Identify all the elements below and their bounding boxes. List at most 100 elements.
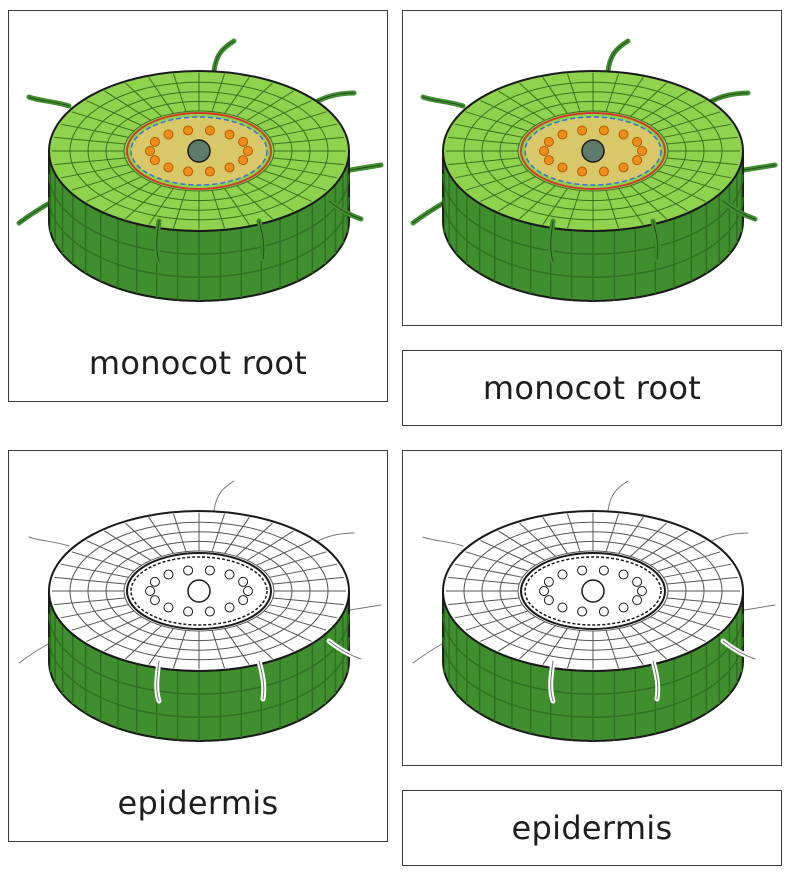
cortex-radial-wall: [465, 170, 529, 191]
vascular-bundle: [618, 602, 629, 613]
vascular-bundle: [204, 166, 215, 177]
cortex-radial-wall: [448, 576, 520, 585]
vascular-bundle: [238, 576, 249, 587]
cortex-radial-wall: [60, 563, 129, 578]
cortex-radial-wall: [211, 513, 226, 552]
wall-band-line: [48, 197, 350, 278]
vascular-bundle: [618, 569, 629, 580]
vascular-bundle: [557, 602, 568, 613]
cortex-radial-wall: [498, 90, 546, 121]
vascular-bundle: [543, 136, 554, 147]
cortex-radial-wall: [618, 628, 644, 665]
vascular-bundle: [539, 586, 550, 596]
cortex-radial-wall: [666, 576, 738, 585]
cortex-radial-wall: [663, 123, 732, 138]
picture-card-monocot-root: [402, 10, 782, 326]
label-card-monocot-root: monocot root: [402, 350, 782, 426]
vascular-bundle: [598, 565, 609, 576]
vascular-bundle: [543, 595, 554, 606]
vascular-bundle: [577, 166, 588, 177]
root-hair-outline: [607, 480, 629, 512]
cortex-radial-wall: [650, 100, 706, 126]
vascular-bundle: [577, 606, 588, 617]
cortex-radial-wall: [666, 136, 738, 145]
vascular-bundle: [543, 155, 554, 166]
cortex-radial-wall: [246, 181, 294, 212]
cortex-radial-wall: [54, 157, 126, 166]
cortex-radial-wall: [448, 597, 520, 606]
vascular-bundle: [632, 155, 643, 166]
cortex-radial-wall: [650, 540, 706, 566]
vascular-bundle: [145, 146, 156, 156]
root-hair-icon: [211, 38, 237, 74]
cortex-radial-wall: [663, 563, 732, 578]
vascular-bundle: [183, 565, 194, 576]
cortex-radial-wall: [172, 73, 187, 112]
cortex-radial-wall: [104, 530, 152, 561]
vascular-bundle: [632, 136, 643, 147]
cortex-radial-wall: [454, 604, 523, 619]
vascular-bundle: [149, 136, 160, 147]
cortex-radial-wall: [104, 621, 152, 652]
cortex-radial-wall: [630, 82, 667, 117]
cortex-radial-wall: [650, 176, 706, 202]
vascular-bundle: [557, 129, 568, 140]
cortex-radial-wall: [125, 522, 162, 557]
vascular-bundle: [636, 586, 647, 596]
cortex-radial-wall: [519, 82, 556, 117]
cortex-radial-wall: [148, 77, 174, 114]
vascular-bundle: [204, 606, 215, 617]
cortex-radial-wall: [269, 164, 338, 179]
wall-band-line: [48, 174, 350, 255]
cortex-radial-wall: [60, 604, 129, 619]
picture-card-epidermis: [402, 450, 782, 766]
vascular-bundle: [543, 576, 554, 587]
root-hair-icon: [211, 478, 237, 514]
wall-band-line: [48, 614, 350, 695]
cortex-radial-wall: [480, 616, 536, 642]
cortex-radial-wall: [211, 190, 226, 229]
cortex-radial-wall: [256, 100, 312, 126]
cortex-radial-wall: [542, 517, 568, 554]
label-card-text: monocot root: [482, 369, 702, 407]
root-hair-outline: [550, 220, 554, 262]
vascular-bundle: [224, 569, 235, 580]
root-hair-outline: [28, 536, 70, 547]
cortex-radial-wall: [454, 123, 523, 138]
cortex-radial-wall: [54, 576, 126, 585]
cortex-radial-wall: [640, 621, 688, 652]
cortex-radial-wall: [542, 77, 568, 114]
vascular-bundle: [204, 565, 215, 576]
cortex-radial-wall: [86, 616, 142, 642]
cortex-radial-wall: [172, 190, 187, 229]
cortex-radial-wall: [236, 625, 273, 660]
wall-band-line: [442, 197, 744, 278]
cortex-radial-wall: [650, 616, 706, 642]
vascular-bundle: [204, 125, 215, 136]
cortex-radial-wall: [71, 170, 135, 191]
vascular-bundle: [557, 162, 568, 173]
vascular-bundle: [183, 606, 194, 617]
cortex-radial-wall: [125, 625, 162, 660]
cortex-radial-wall: [272, 597, 344, 606]
vascular-bundle: [242, 146, 253, 156]
cortex-radial-wall: [618, 77, 644, 114]
cortex-radial-wall: [269, 563, 338, 578]
vascular-bundle: [163, 129, 174, 140]
control-card-monocot-root: monocot root: [8, 10, 388, 402]
cortex-radial-wall: [448, 136, 520, 145]
cortex-radial-wall: [263, 610, 327, 631]
vascular-bundle: [242, 586, 253, 596]
vascular-bundle: [618, 129, 629, 140]
wall-band-line: [442, 614, 744, 695]
cortex-radial-wall: [605, 630, 620, 669]
cortex-radial-wall: [263, 551, 327, 572]
cortex-radial-wall: [640, 90, 688, 121]
wall-band-line: [48, 637, 350, 718]
cortex-radial-wall: [263, 170, 327, 191]
cortex-radial-wall: [657, 551, 721, 572]
cortex-radial-wall: [465, 610, 529, 631]
vascular-bundle: [149, 155, 160, 166]
root-hair-outline: [550, 660, 554, 702]
cortex-radial-wall: [630, 522, 667, 557]
